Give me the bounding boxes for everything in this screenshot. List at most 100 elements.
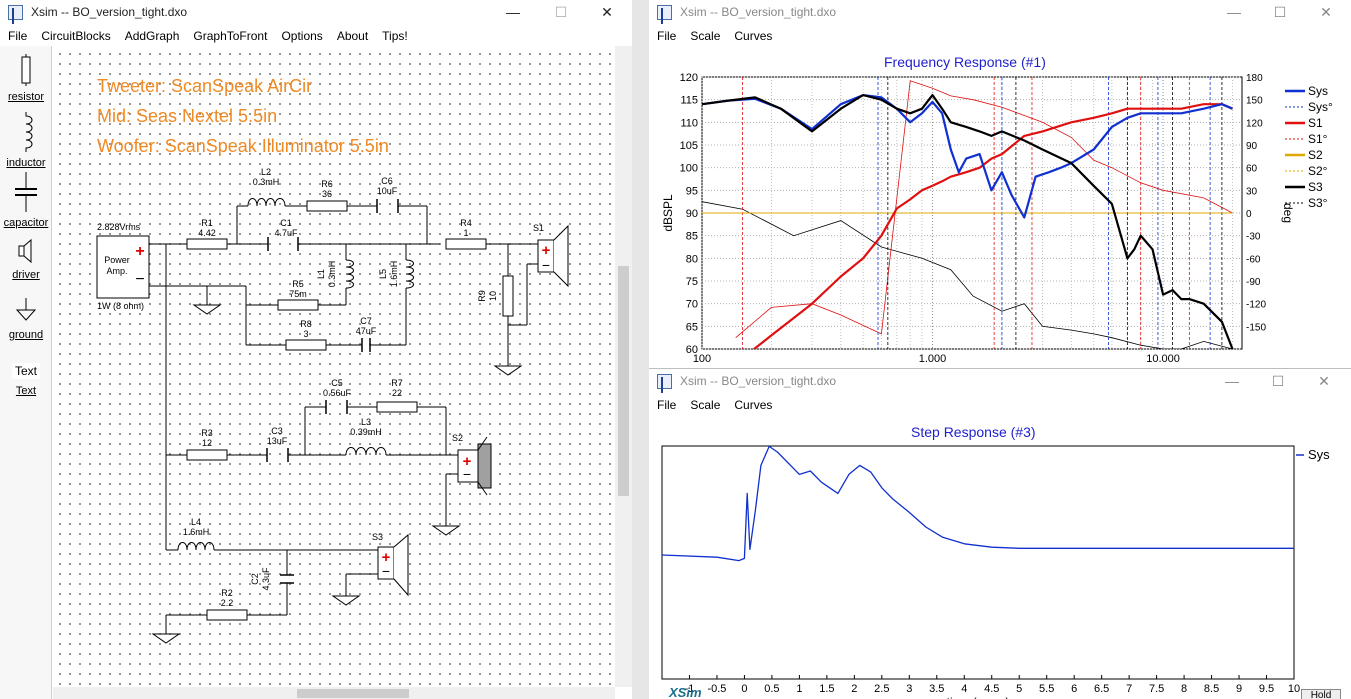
inductor-L4[interactable] bbox=[177, 542, 215, 551]
freq-y2tick-label: -30 bbox=[1246, 232, 1261, 243]
tool-inductor-label: inductor bbox=[6, 157, 46, 169]
ground-3[interactable] bbox=[431, 525, 461, 536]
freq-title-bar[interactable]: Xsim -- BO_version_tight.dxo — ☐ ✕ bbox=[649, 0, 1351, 24]
resistor-R7[interactable] bbox=[376, 401, 418, 413]
step-plot-area bbox=[661, 445, 1295, 680]
label-R9-name: R9 bbox=[477, 290, 487, 302]
resistor-R6[interactable] bbox=[306, 200, 348, 212]
freq-minimize-button[interactable]: — bbox=[1227, 4, 1241, 20]
freq-series-group bbox=[702, 93, 1234, 349]
inductor-L3[interactable] bbox=[345, 447, 387, 456]
tool-ground-label: ground bbox=[8, 329, 44, 341]
step-menu-curves[interactable]: Curves bbox=[734, 398, 773, 412]
ground-2[interactable] bbox=[493, 365, 523, 376]
ground-4[interactable] bbox=[331, 595, 361, 606]
freq-ytick-label: 85 bbox=[686, 231, 698, 243]
step-xtick-label: 9.5 bbox=[1259, 683, 1274, 695]
resistor-R5[interactable] bbox=[277, 299, 319, 311]
svg-text:+: + bbox=[382, 549, 391, 566]
menu-about[interactable]: About bbox=[336, 29, 369, 43]
svg-text:−: − bbox=[382, 563, 390, 579]
resistor-R9[interactable] bbox=[502, 275, 514, 317]
step-legend-label: Sys bbox=[1308, 447, 1330, 462]
ground-5[interactable] bbox=[151, 633, 181, 644]
tool-inductor[interactable]: inductor bbox=[0, 112, 52, 169]
resistor-R2[interactable] bbox=[206, 609, 248, 621]
power-amp-block[interactable] bbox=[96, 235, 150, 299]
minimize-button[interactable]: — bbox=[506, 4, 520, 20]
maximize-button[interactable]: ☐ bbox=[554, 3, 568, 20]
resistor-R8[interactable] bbox=[285, 339, 327, 351]
title-bar[interactable]: Xsim -- BO_version_tight.dxo — ☐ ✕ bbox=[0, 0, 632, 24]
menu-circuitblocks[interactable]: CircuitBlocks bbox=[41, 29, 111, 43]
vertical-scroll-thumb[interactable] bbox=[618, 266, 629, 496]
tool-resistor[interactable]: resistor bbox=[0, 54, 52, 103]
menu-addgraph[interactable]: AddGraph bbox=[124, 29, 180, 43]
amp-power: 1W (8 ohm) bbox=[97, 301, 144, 311]
step-xtick-label: 4.5 bbox=[984, 683, 999, 695]
label-C7-value: 47uF bbox=[356, 326, 377, 336]
note-woofer: Woofer: ScanSpeak Illuminator 5.5in bbox=[97, 136, 389, 156]
inductor-L2[interactable] bbox=[247, 198, 286, 207]
freq-ytick-label: 120 bbox=[680, 72, 698, 84]
tool-capacitor-label: capacitor bbox=[3, 217, 49, 229]
step-minimize-button[interactable]: — bbox=[1225, 373, 1239, 389]
step-xlabel: time (msec) bbox=[947, 695, 1010, 699]
label-R7-name: R7 bbox=[391, 378, 403, 388]
tool-ground[interactable]: ground bbox=[0, 298, 52, 341]
capacitor-icon bbox=[15, 172, 37, 212]
inductor-L1[interactable] bbox=[345, 259, 354, 289]
frequency-response-chart[interactable]: 1201151101051009590858075706560180150120… bbox=[649, 62, 1351, 362]
label-C2-value: 4.3uF bbox=[261, 567, 271, 591]
step-menu-scale[interactable]: Scale bbox=[690, 398, 721, 412]
close-button[interactable]: ✕ bbox=[601, 3, 613, 20]
menu-tips[interactable]: Tips! bbox=[382, 29, 408, 43]
driver-S3[interactable]: + − S3 bbox=[372, 532, 409, 597]
menu-graphtofront[interactable]: GraphToFront bbox=[193, 29, 268, 43]
step-maximize-button[interactable]: ☐ bbox=[1271, 372, 1285, 389]
step-xtick-label: 2 bbox=[851, 683, 857, 695]
amp-minus-sign: − bbox=[135, 271, 144, 288]
hold-button[interactable]: Hold bbox=[1301, 689, 1341, 699]
freq-xtick-label: 100 bbox=[693, 353, 711, 362]
step-xtick-label: 4 bbox=[961, 683, 967, 695]
step-menu-bar: File Scale Curves bbox=[649, 395, 1351, 415]
freq-close-button[interactable]: ✕ bbox=[1320, 3, 1332, 20]
resistor-R3[interactable] bbox=[186, 449, 228, 461]
freq-s3-phase bbox=[702, 201, 1233, 349]
freq-menu-file[interactable]: File bbox=[657, 29, 677, 43]
resistor-R1[interactable] bbox=[186, 238, 228, 250]
freq-menu-scale[interactable]: Scale bbox=[690, 29, 721, 43]
schematic-window: Xsim -- BO_version_tight.dxo — ☐ ✕ File … bbox=[0, 0, 632, 699]
vertical-scrollbar[interactable] bbox=[615, 46, 632, 687]
tool-driver[interactable]: driver bbox=[0, 238, 52, 281]
step-xtick-label: 0 bbox=[741, 683, 747, 695]
step-title-bar[interactable]: Xsim -- BO_version_tight.dxo — ☐ ✕ bbox=[649, 369, 1351, 393]
step-close-button[interactable]: ✕ bbox=[1318, 372, 1330, 389]
step-menu-file[interactable]: File bbox=[657, 398, 677, 412]
schematic-canvas[interactable]: Tweeter: ScanSpeak AirCir Mid: Seas Next… bbox=[53, 46, 615, 687]
horizontal-scroll-thumb[interactable] bbox=[297, 689, 409, 698]
resistor-R4[interactable] bbox=[445, 238, 487, 250]
text-icon: Text bbox=[11, 363, 40, 379]
freq-legend-label: S1 bbox=[1308, 116, 1323, 130]
ground-1[interactable] bbox=[192, 304, 222, 315]
step-xtick-label: 0.5 bbox=[764, 683, 779, 695]
horizontal-scrollbar[interactable] bbox=[53, 687, 615, 699]
inductor-L5[interactable] bbox=[405, 259, 414, 289]
step-xtick-label: 1 bbox=[796, 683, 802, 695]
tool-text[interactable]: Text Text bbox=[0, 362, 52, 397]
freq-y2tick-label: -120 bbox=[1246, 300, 1266, 311]
resistor-bodies bbox=[186, 200, 514, 621]
freq-menu-curves[interactable]: Curves bbox=[734, 29, 773, 43]
driver-S1[interactable]: + − S1 bbox=[533, 223, 569, 288]
freq-y2label: deg bbox=[1281, 203, 1295, 223]
schematic-wires bbox=[149, 205, 538, 634]
driver-S2[interactable]: + − S2 bbox=[452, 433, 492, 496]
tool-capacitor[interactable]: capacitor bbox=[0, 172, 52, 229]
menu-options[interactable]: Options bbox=[281, 29, 323, 43]
freq-ytick-label: 90 bbox=[686, 208, 698, 220]
freq-maximize-button[interactable]: ☐ bbox=[1273, 3, 1287, 20]
menu-file[interactable]: File bbox=[8, 29, 28, 43]
